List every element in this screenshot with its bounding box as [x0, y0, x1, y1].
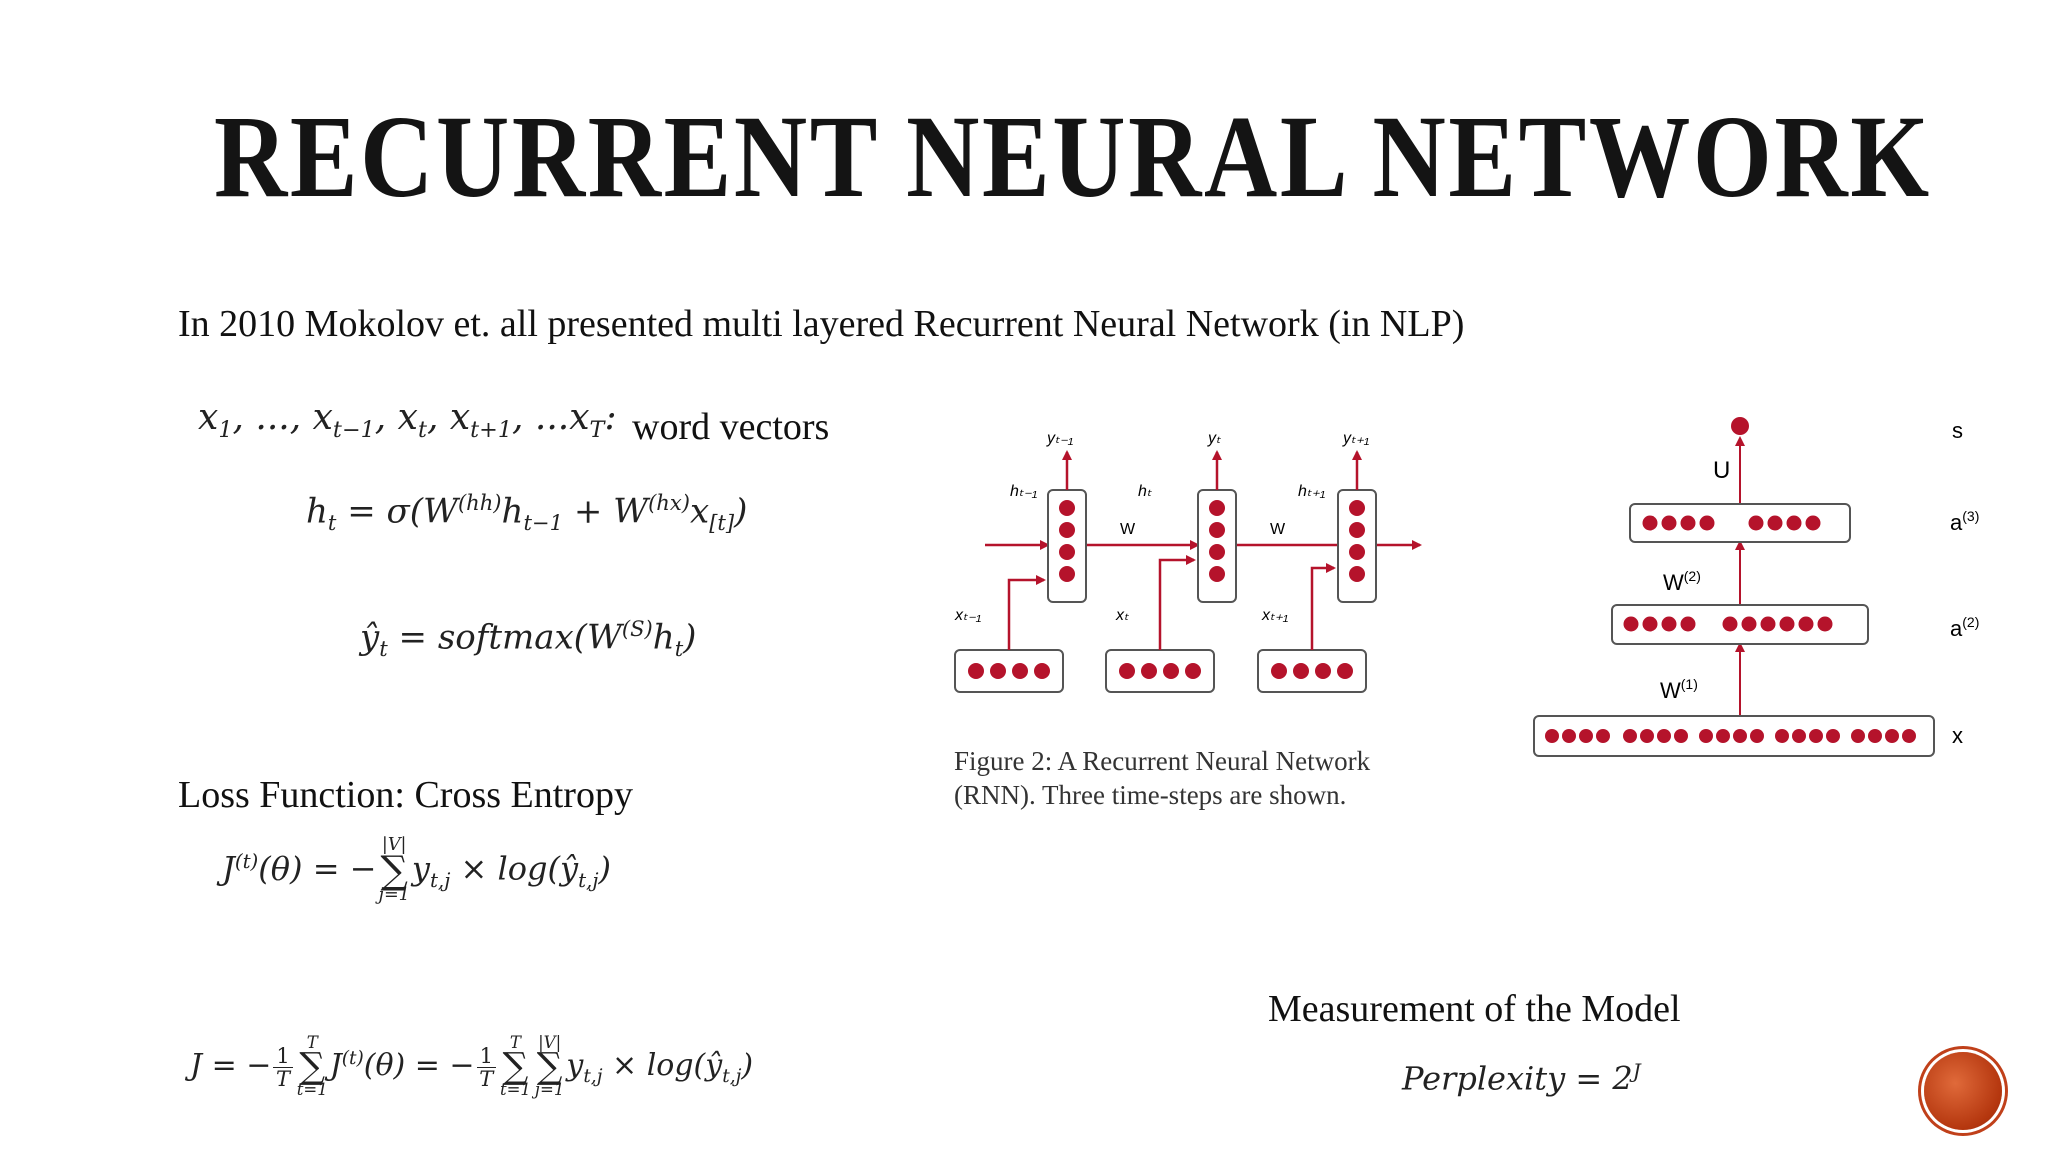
- measurement-heading: Measurement of the Model: [1268, 988, 1681, 1030]
- network-diagram: U W(2) W(1) s a(3) a(2) x: [1533, 417, 1979, 757]
- output-node: [1731, 417, 1749, 435]
- hidden-label-3: hₜ₊₁: [1298, 483, 1325, 500]
- intro-text: In 2010 Mokolov et. all presented multi …: [178, 303, 1465, 345]
- input-unit-2: [1105, 649, 1215, 693]
- input-label-2: xₜ: [1115, 607, 1129, 624]
- figure-caption-line-2: (RNN). Three time-steps are shown.: [954, 780, 1347, 810]
- a3-label: a(3): [1950, 508, 1979, 535]
- input-unit-3: [1257, 649, 1367, 693]
- figure-caption-line-1: Figure 2: A Recurrent Neural Network: [954, 746, 1371, 776]
- hidden-unit-2: [1197, 489, 1237, 603]
- hidden-unit-1: [1047, 489, 1087, 603]
- output-label: s: [1952, 418, 1963, 443]
- word-vector-sequence: x1, ..., xt−1, xt, xt+1, ...xT:: [198, 397, 617, 444]
- u-label: U: [1713, 457, 1730, 484]
- output-label-3: yₜ₊₁: [1342, 430, 1369, 447]
- hidden-unit-3: [1337, 489, 1377, 603]
- layer-a3: [1629, 503, 1851, 543]
- rnn-figure: yₜ₋₁ yₜ yₜ₊₁ hₜ₋₁ hₜ hₜ₊₁ W W xₜ₋₁ xₜ xₜ…: [954, 430, 1422, 693]
- a2-label: a(2): [1950, 614, 1979, 641]
- hidden-label-2: hₜ: [1138, 483, 1152, 500]
- w1-label: W(1): [1660, 676, 1698, 703]
- input-arrow-1: [1007, 575, 1046, 650]
- weight-label-2: W: [1270, 521, 1286, 538]
- hidden-label-1: hₜ₋₁: [1010, 483, 1037, 500]
- x-label: x: [1952, 723, 1963, 748]
- input-label-3: xₜ₊₁: [1261, 607, 1288, 624]
- layer-x: [1533, 715, 1935, 757]
- layer-a2: [1611, 604, 1869, 645]
- softmax-equation: ŷt = softmax(W(S)ht): [360, 616, 697, 662]
- word-vectors-label: word vectors: [632, 406, 830, 448]
- input-arrow-3: [1310, 563, 1336, 650]
- loss-heading: Loss Function: Cross Entropy: [178, 774, 633, 816]
- w2-label: W(2): [1663, 568, 1701, 595]
- output-label-2: yₜ: [1207, 430, 1221, 447]
- slide-badge: [1924, 1052, 2002, 1130]
- weight-label-1: W: [1120, 521, 1136, 538]
- perplexity-equation: Perplexity = 2J: [1402, 1059, 1641, 1098]
- output-label-1: yₜ₋₁: [1046, 430, 1073, 447]
- hidden-state-equation: ht = σ(W(hh)ht−1 + W(hx)x[t]): [306, 490, 748, 536]
- input-label-1: xₜ₋₁: [954, 607, 981, 624]
- input-unit-1: [954, 649, 1064, 693]
- slide-title: RECURRENT NEURAL NETWORK: [214, 91, 1932, 222]
- input-arrow-2: [1158, 555, 1196, 650]
